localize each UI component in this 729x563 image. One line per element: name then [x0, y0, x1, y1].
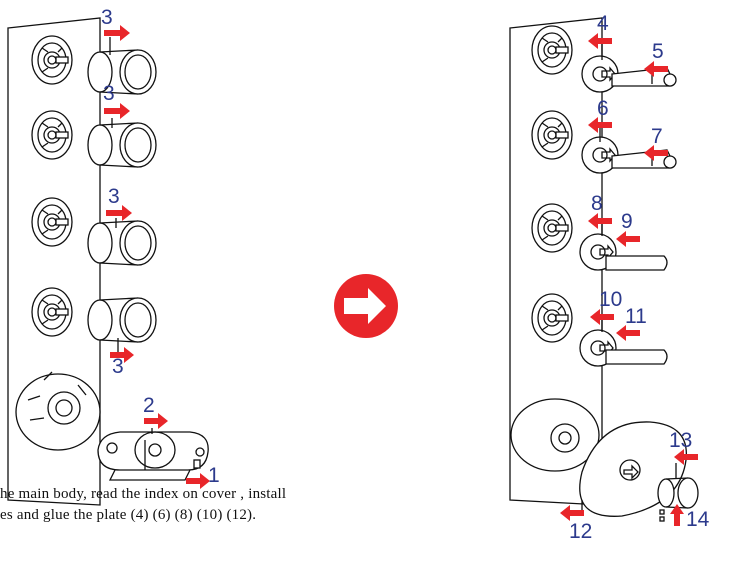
right-valve-1	[531, 25, 573, 75]
left-valve-4	[31, 287, 73, 337]
callout-3b: 3	[103, 82, 115, 105]
big-red-next-arrow-icon	[334, 274, 398, 338]
callout-3c: 3	[108, 185, 120, 208]
arrow-icon-10	[590, 309, 614, 325]
callout-11: 11	[625, 305, 647, 328]
arrow-icon-11	[616, 325, 640, 341]
handle-9	[605, 255, 668, 271]
arrow-icon-3b	[104, 103, 130, 119]
right-main-body	[510, 398, 600, 472]
callout-8: 8	[591, 192, 603, 215]
left-screw	[193, 459, 201, 469]
left-cover-housing	[97, 431, 209, 481]
arrow-icon-3d	[110, 347, 134, 363]
screw-14	[659, 509, 665, 522]
arrow-icon-3a	[104, 25, 130, 41]
arrow-icon-6	[588, 117, 612, 133]
arrow-icon-2	[144, 413, 168, 429]
callout-3d: 3	[112, 355, 124, 378]
left-sleeve-2	[87, 122, 157, 168]
arrow-icon-8	[588, 213, 612, 229]
right-valve-4	[531, 293, 573, 343]
caption-line-2: es and glue the plate (4) (6) (8) (10) (…	[0, 507, 257, 523]
callout-7: 7	[651, 125, 663, 148]
callout-13: 13	[669, 429, 692, 452]
callout-14: 14	[686, 508, 710, 531]
arrow-icon-7	[644, 145, 668, 161]
callout-10: 10	[599, 288, 622, 311]
arrow-icon-14	[670, 504, 684, 526]
left-valve-3	[31, 197, 73, 247]
right-valve-2	[531, 110, 573, 160]
handle-11	[605, 349, 668, 365]
left-main-body	[15, 371, 101, 451]
callout-2: 2	[143, 394, 155, 417]
arrow-icon-1	[186, 473, 210, 489]
callout-1: 1	[208, 464, 220, 487]
callout-3a: 3	[101, 6, 113, 29]
arrow-icon-4	[588, 33, 612, 49]
callout-4: 4	[597, 12, 609, 35]
left-sleeve-3	[87, 220, 157, 266]
left-valve-1	[31, 35, 73, 85]
knob-13	[657, 477, 699, 509]
callout-9: 9	[621, 210, 633, 233]
arrow-icon-9	[616, 231, 640, 247]
left-sleeve-1	[87, 49, 157, 95]
caption-line-1: he main body, read the index on cover , …	[0, 486, 287, 502]
arrow-icon-12	[560, 505, 584, 521]
callout-12: 12	[569, 520, 592, 543]
right-valve-3	[531, 203, 573, 253]
left-sleeve-4	[87, 297, 157, 343]
callout-6: 6	[597, 97, 609, 120]
arrow-icon-5	[644, 61, 668, 77]
arrow-icon-3c	[106, 205, 132, 221]
left-valve-2	[31, 110, 73, 160]
arrow-icon-13	[674, 449, 698, 465]
callout-5: 5	[652, 40, 664, 63]
